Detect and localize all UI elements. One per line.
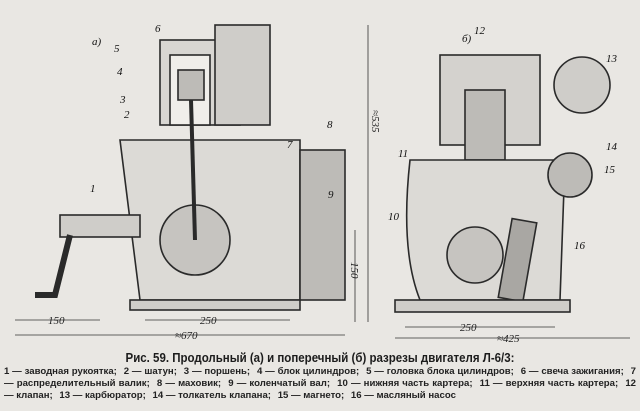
legend-item: 4 — блок цилиндров; [256,366,360,377]
part-number-labels: 1 2 3 4 5 6 7 8 9 10 11 12 13 14 15 16 [90,23,618,252]
legend-item: 16 — масляный насос [350,390,456,401]
legend-item: 8 — маховик; [156,378,222,389]
view-labels: а) б) [92,33,472,48]
longitudinal-section [35,24,346,311]
figure-legend: 1 — заводная рукоятка; 2 — шатун; 3 — по… [4,366,636,402]
dim-crank: 150 [48,315,65,327]
legend-item: 11 — верхняя часть картера; [479,378,619,389]
part-label: 6 [155,23,161,35]
legend-item: 10 — нижняя часть картера; [337,378,473,389]
dim-right-base: 250 [460,322,477,334]
engine-section-drawing: а) б) 1 2 3 4 5 6 7 8 9 10 11 12 13 14 1… [15,23,630,345]
part-label: 16 [574,240,586,252]
dim-left-base: 250 [200,315,217,327]
view-label-a: а) [92,36,102,48]
legend-item: 13 — карбюратор; [59,390,146,401]
legend-item: 2 — шатун; [123,366,177,377]
legend-item: 6 — свеча зажигания; [520,366,624,377]
dimension-labels: 150 250 ≈670 ≈535 150 250 ≈425 [48,110,520,345]
part-label: 5 [114,43,120,55]
part-label: 8 [327,119,333,131]
part-label: 14 [606,141,618,153]
legend-item: 15 — магнето; [277,390,345,401]
part-label: 3 [119,94,126,106]
part-label: 15 [604,164,616,176]
dim-left-total: ≈670 [175,330,198,342]
part-label: 4 [117,66,123,78]
part-label: 13 [606,53,618,65]
dim-right-total: ≈425 [497,333,520,345]
legend-item: 7 — распределительный валик; [4,366,636,389]
view-label-b: б) [462,33,472,45]
legend-item: 3 — поршень; [183,366,251,377]
part-label: 11 [398,148,408,160]
part-label: 9 [328,189,334,201]
transverse-section [394,54,611,313]
legend-item: 14 — толкатель клапана; [152,390,272,401]
figure-caption: Рис. 59. Продольный (а) и поперечный (б)… [125,351,515,365]
dim-height: ≈535 [369,110,381,133]
part-label: 2 [124,109,130,121]
legend-item: 9 — коленчатый вал; [228,378,331,389]
part-label: 12 [474,25,486,37]
legend-item: 5 — головка блока цилиндров; [366,366,514,377]
legend-item: 12 — клапан; [4,378,636,401]
part-label: 1 [90,183,96,195]
dim-shaft-height: 150 [348,262,360,279]
part-label: 7 [287,139,293,151]
part-label: 10 [388,211,400,223]
legend-item: 1 — заводная рукоятка; [4,366,117,377]
